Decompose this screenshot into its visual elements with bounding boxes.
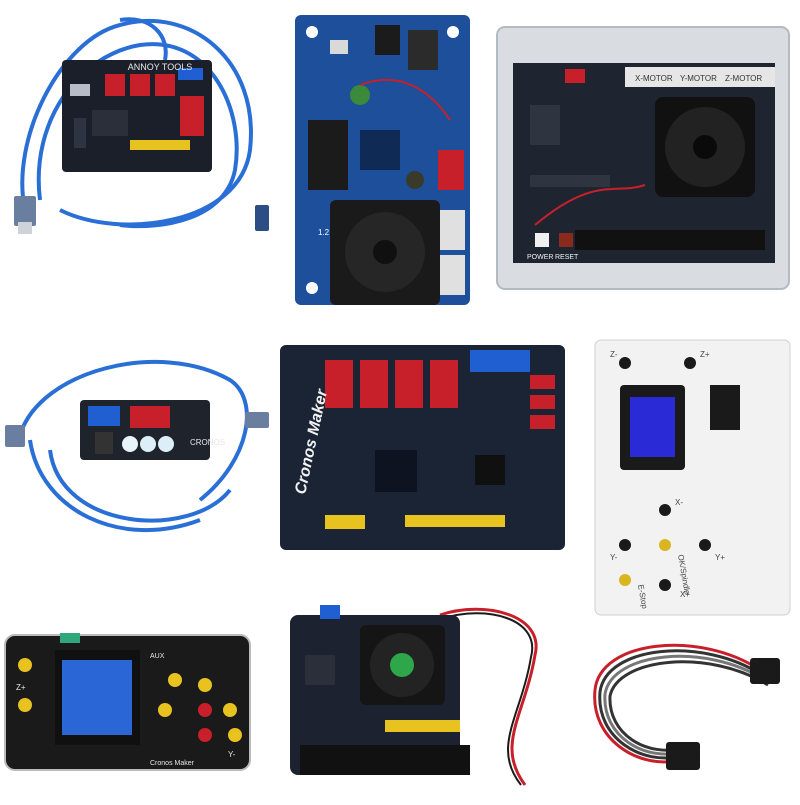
y-plus-label: Y+ [715, 553, 725, 562]
x-motor-label: X-MOTOR [635, 74, 673, 83]
tile-cronos-board: Cronos Maker [275, 335, 575, 560]
z-plus-label: Z+ [16, 683, 26, 692]
x-plus-button[interactable] [659, 579, 671, 591]
usb-controller-image: ANNOY TOOLS [14, 17, 269, 234]
x-right-button[interactable] [223, 703, 237, 717]
e-stop-label: E-Stop [636, 584, 649, 610]
tile-ribbon-cable [580, 620, 795, 800]
y-motor-label: Y-MOTOR [680, 74, 717, 83]
x-minus-label: X- [675, 498, 683, 507]
ok-spindle-button[interactable] [659, 539, 671, 551]
lcd-screen [62, 660, 132, 735]
power-label: POWER [527, 254, 553, 261]
y-minus-button[interactable] [619, 539, 631, 551]
tile-lcd-handheld: Z+ Y- AUX Cronos Maker [0, 625, 260, 775]
z-down-button[interactable] [18, 698, 32, 712]
x-left-button[interactable] [158, 703, 172, 717]
board-logo-text: ANNOY TOOLS [128, 62, 193, 72]
usb-plug-a-icon [14, 196, 36, 226]
y-minus-label: Y- [610, 553, 618, 562]
y-up-button[interactable] [168, 673, 182, 687]
aux-label: AUX [150, 653, 165, 660]
z-minus-button[interactable] [619, 357, 631, 369]
z-minus-label: Z- [610, 350, 618, 359]
fan-stack-image [290, 605, 538, 786]
power-button[interactable] [535, 233, 549, 247]
white-case [594, 339, 791, 616]
tile-blue-board: 1.2 [290, 10, 480, 310]
ribbon-cable-image [593, 643, 780, 770]
x-minus-button[interactable] [659, 504, 671, 516]
red-button-a[interactable] [198, 703, 212, 717]
y-plus-button[interactable] [699, 539, 711, 551]
z-motor-label: Z-MOTOR [725, 74, 762, 83]
blue-board-image: 1.2 [295, 15, 470, 305]
y-minus-label: Y- [228, 750, 236, 759]
reset-label: RESET [555, 254, 579, 261]
tile-fan-stack [265, 595, 565, 795]
lcd-screen [630, 397, 675, 457]
reset-button[interactable] [559, 233, 573, 247]
z-plus-button[interactable] [684, 357, 696, 369]
acrylic-controller-image: X-MOTOR Y-MOTOR Z-MOTOR POWER RESET [496, 26, 790, 290]
nano-shield-image: CRONOS [5, 359, 269, 532]
handheld-brand: Cronos Maker [150, 760, 195, 767]
red-button-b[interactable] [198, 728, 212, 742]
e-stop-button[interactable] [619, 574, 631, 586]
connector-top-icon [750, 658, 780, 684]
tile-nano-shield: CRONOS [0, 340, 270, 560]
usb-plug-mini-icon [255, 205, 269, 231]
usb-plug-a-icon [5, 425, 25, 447]
lcd-handheld-image: Z+ Y- AUX Cronos Maker [4, 633, 251, 771]
connector-bottom-icon [666, 742, 700, 770]
tile-usb-controller: ANNOY TOOLS [0, 0, 270, 260]
silk-label: 1.2 [318, 228, 330, 237]
tile-offline-controller: Z- Z+ X- Y- Y+ X+ OK/Spindle E-Stop [590, 335, 795, 620]
x-plus-label: X+ [680, 590, 690, 599]
z-up-button[interactable] [18, 658, 32, 672]
y-down-button[interactable] [228, 728, 242, 742]
tile-acrylic-controller: X-MOTOR Y-MOTOR Z-MOTOR POWER RESET [495, 25, 795, 295]
jog-button[interactable] [198, 678, 212, 692]
usb-plug-b-icon [245, 412, 269, 428]
z-plus-label: Z+ [700, 350, 710, 359]
shield-brand: CRONOS [190, 438, 225, 447]
cronos-board-image: Cronos Maker [280, 345, 565, 550]
offline-controller-image: Z- Z+ X- Y- Y+ X+ OK/Spindle E-Stop [594, 339, 791, 616]
